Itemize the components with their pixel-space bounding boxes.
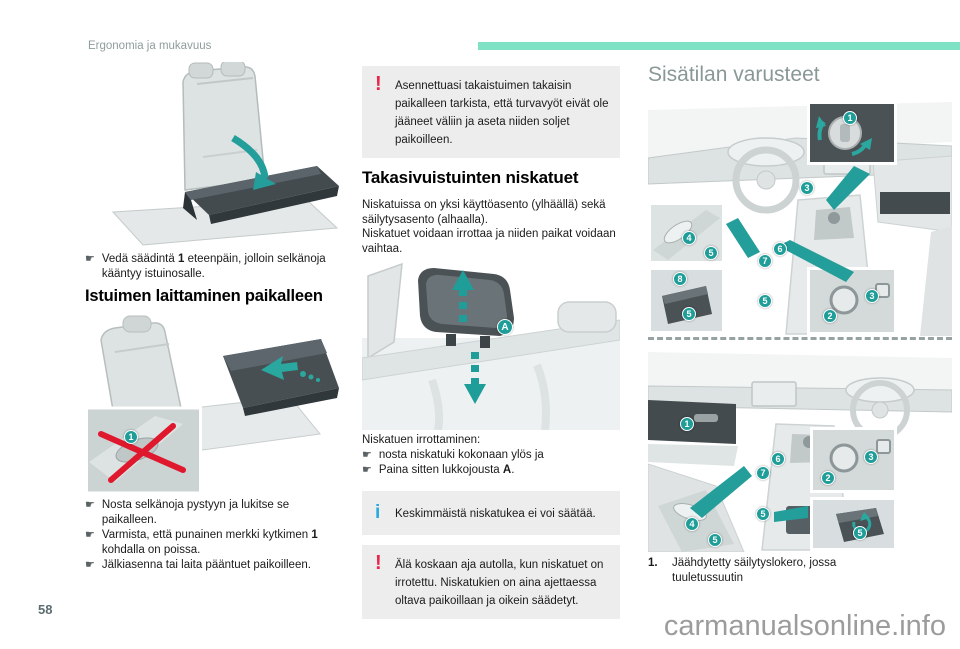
hand-bullet-icon: ☛ <box>85 559 95 571</box>
interior-diagram-rear: 1 6 7 3 2 5 4 5 5 <box>648 346 952 552</box>
callout-2: 2 <box>821 471 835 485</box>
section-heading-headrests: Takasivuistuinten niskatuet <box>362 168 579 187</box>
folded-cushion-shape <box>183 166 339 224</box>
legend-text: Jäähdytetty säilytyslokero, jossa tuulet… <box>672 557 837 584</box>
callout-5: 5 <box>756 507 770 521</box>
warning-text: Asennettuasi takaistuimen takaisin paika… <box>395 80 609 146</box>
console-inset <box>810 427 897 493</box>
chapter-label: Ergonomia ja mukavuus <box>88 40 212 52</box>
callout-6: 6 <box>771 452 785 466</box>
fold-arrow-icon <box>231 134 269 179</box>
seat-install-illustration: 1 <box>85 312 340 495</box>
hand-bullet-icon: ☛ <box>362 448 372 461</box>
info-icon: i <box>375 502 381 523</box>
section-heading-seat-install: Istuimen laittaminen paikalleen <box>85 287 323 305</box>
callout-5: 5 <box>704 246 718 260</box>
install-steps: ☛ Nosta selkänoja pystyyn ja lukitse se … <box>85 498 347 574</box>
pointer-arrow-icon <box>726 218 760 258</box>
headrest-intro: Niskatuissa on yksi käyttöasento (ylhääl… <box>362 199 616 255</box>
hand-bullet-icon: ☛ <box>85 529 95 541</box>
callout-3: 3 <box>865 289 879 303</box>
callout-4: 4 <box>682 231 696 245</box>
callout-1: 1 <box>843 111 857 125</box>
pointer-arrow-icon <box>778 240 854 282</box>
up-arrow-icon <box>452 270 474 322</box>
hand-bullet-icon: ☛ <box>85 499 95 511</box>
armrest-inset <box>810 497 897 551</box>
callout-1: 1 <box>680 417 694 431</box>
headrest-illustration: A <box>362 260 620 430</box>
callout-5: 5 <box>682 307 696 321</box>
list-item: ☛ Nosta selkänoja pystyyn ja lukitse se … <box>85 499 290 526</box>
warning-text: Älä koskaan aja autolla, kun niskatuet o… <box>395 559 604 607</box>
warning-icon: ! <box>375 73 382 95</box>
list-item: ☛ Varmista, että punainen merkki kytkime… <box>85 529 318 556</box>
console-inset <box>807 267 897 335</box>
callout-8: 8 <box>673 272 687 286</box>
callout-5: 5 <box>853 526 867 540</box>
callout-5: 5 <box>758 294 772 308</box>
page-number: 58 <box>38 602 53 617</box>
seat-fold-illustration <box>85 62 340 247</box>
callout-7: 7 <box>756 466 770 480</box>
pointer-arrow-icon <box>690 466 752 518</box>
seatback-upright-shape <box>100 315 182 423</box>
callout-3: 3 <box>800 181 814 195</box>
list-item: ☛ nosta niskatuki kokonaan ylös ja <box>362 448 544 461</box>
callout-7: 7 <box>758 254 772 268</box>
removed-cushion-shape <box>223 339 339 416</box>
hand-bullet-icon: ☛ <box>362 464 372 476</box>
slide-arrow-icon <box>261 356 298 380</box>
fold-step-text: Vedä säädintä 1 eteenpäin, jolloin selkä… <box>101 253 326 280</box>
seatback-shape <box>182 62 266 191</box>
callout-3: 3 <box>864 450 878 464</box>
warning-box-driving: ! Älä koskaan aja autolla, kun niskatuet… <box>362 545 620 619</box>
watermark: carmanualsonline.info <box>663 610 946 642</box>
fold-step: ☛ Vedä säädintä 1 eteenpäin, jolloin sel… <box>85 252 345 282</box>
warning-icon: ! <box>375 552 382 574</box>
removal-title: Niskatuen irrottaminen: <box>362 434 481 446</box>
pointer-arrow-icon <box>774 506 808 522</box>
callout-1: 1 <box>124 430 138 444</box>
hand-bullet-icon: ☛ <box>85 253 95 265</box>
removal-steps: Niskatuen irrottaminen: ☛ nosta niskatuk… <box>362 433 622 479</box>
diagram-divider <box>648 337 952 340</box>
section-heading-interior: Sisätilan varusteet <box>648 63 820 86</box>
callout-a: A <box>497 319 513 335</box>
list-item: ☛ Jälkiasenna tai laita pääntuet paikoil… <box>85 559 311 571</box>
warning-box-seatbelts: ! Asennettuasi takaistuimen takaisin pai… <box>362 66 620 158</box>
callout-6: 6 <box>773 242 787 256</box>
info-text: Keskimmäistä niskatukea ei voi säätää. <box>395 508 596 520</box>
interior-diagram-front: 1 3 4 5 6 7 8 5 5 2 3 <box>648 100 952 336</box>
down-arrow-icon <box>464 352 486 404</box>
fold-arrowhead-icon <box>253 172 276 190</box>
info-box-middle-headrest: i Keskimmäistä niskatukea ei voi säätää. <box>362 491 620 535</box>
pointer-arrow-icon <box>826 166 870 210</box>
legend-item-1: 1. Jäähdytetty säilytyslokero, jossa tuu… <box>648 556 872 585</box>
chapter-color-bar <box>478 42 960 50</box>
callout-2: 2 <box>823 309 837 323</box>
callout-5: 5 <box>708 533 722 547</box>
callout-4: 4 <box>685 517 699 531</box>
list-item: ☛ Paina sitten lukkojousta A. <box>362 464 515 476</box>
legend-number: 1. <box>648 557 658 569</box>
latch-inset <box>85 406 202 495</box>
